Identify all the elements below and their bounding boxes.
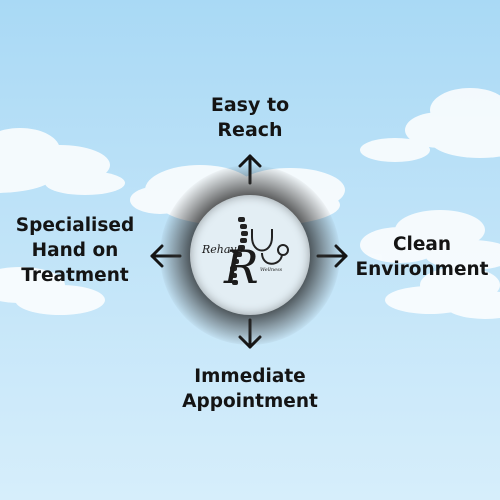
label-line: Hand on xyxy=(31,240,119,261)
label-line: Immediate xyxy=(194,366,306,387)
stethoscope-icon xyxy=(251,229,289,265)
label-specialised-treatment: Specialised Hand on Treatment xyxy=(2,213,148,288)
label-clean-environment: Clean Environment xyxy=(348,232,496,282)
label-line: Easy to xyxy=(210,94,290,116)
cloud xyxy=(360,210,500,270)
cloud xyxy=(385,267,500,319)
spine-icon xyxy=(230,217,248,285)
label-easy-to-reach: Easy to Reach xyxy=(180,93,320,143)
cloud xyxy=(360,88,500,162)
label-line: Specialised xyxy=(15,215,135,236)
logo-monogram: R xyxy=(223,240,259,294)
cloud xyxy=(0,267,105,315)
logo: R Rehave Wellness xyxy=(190,195,310,315)
label-line: Clean xyxy=(392,234,452,255)
logo-script-text: Rehave xyxy=(201,243,244,256)
label-line: Reach xyxy=(217,119,283,141)
label-line: Environment xyxy=(355,259,489,280)
label-line: Appointment xyxy=(182,391,318,412)
logo-small-text: Wellness xyxy=(260,267,283,273)
logo-graphic: R Rehave Wellness xyxy=(201,217,289,294)
cloud xyxy=(0,128,125,195)
label-immediate-appointment: Immediate Appointment xyxy=(160,364,340,414)
label-line: Treatment xyxy=(21,265,129,286)
